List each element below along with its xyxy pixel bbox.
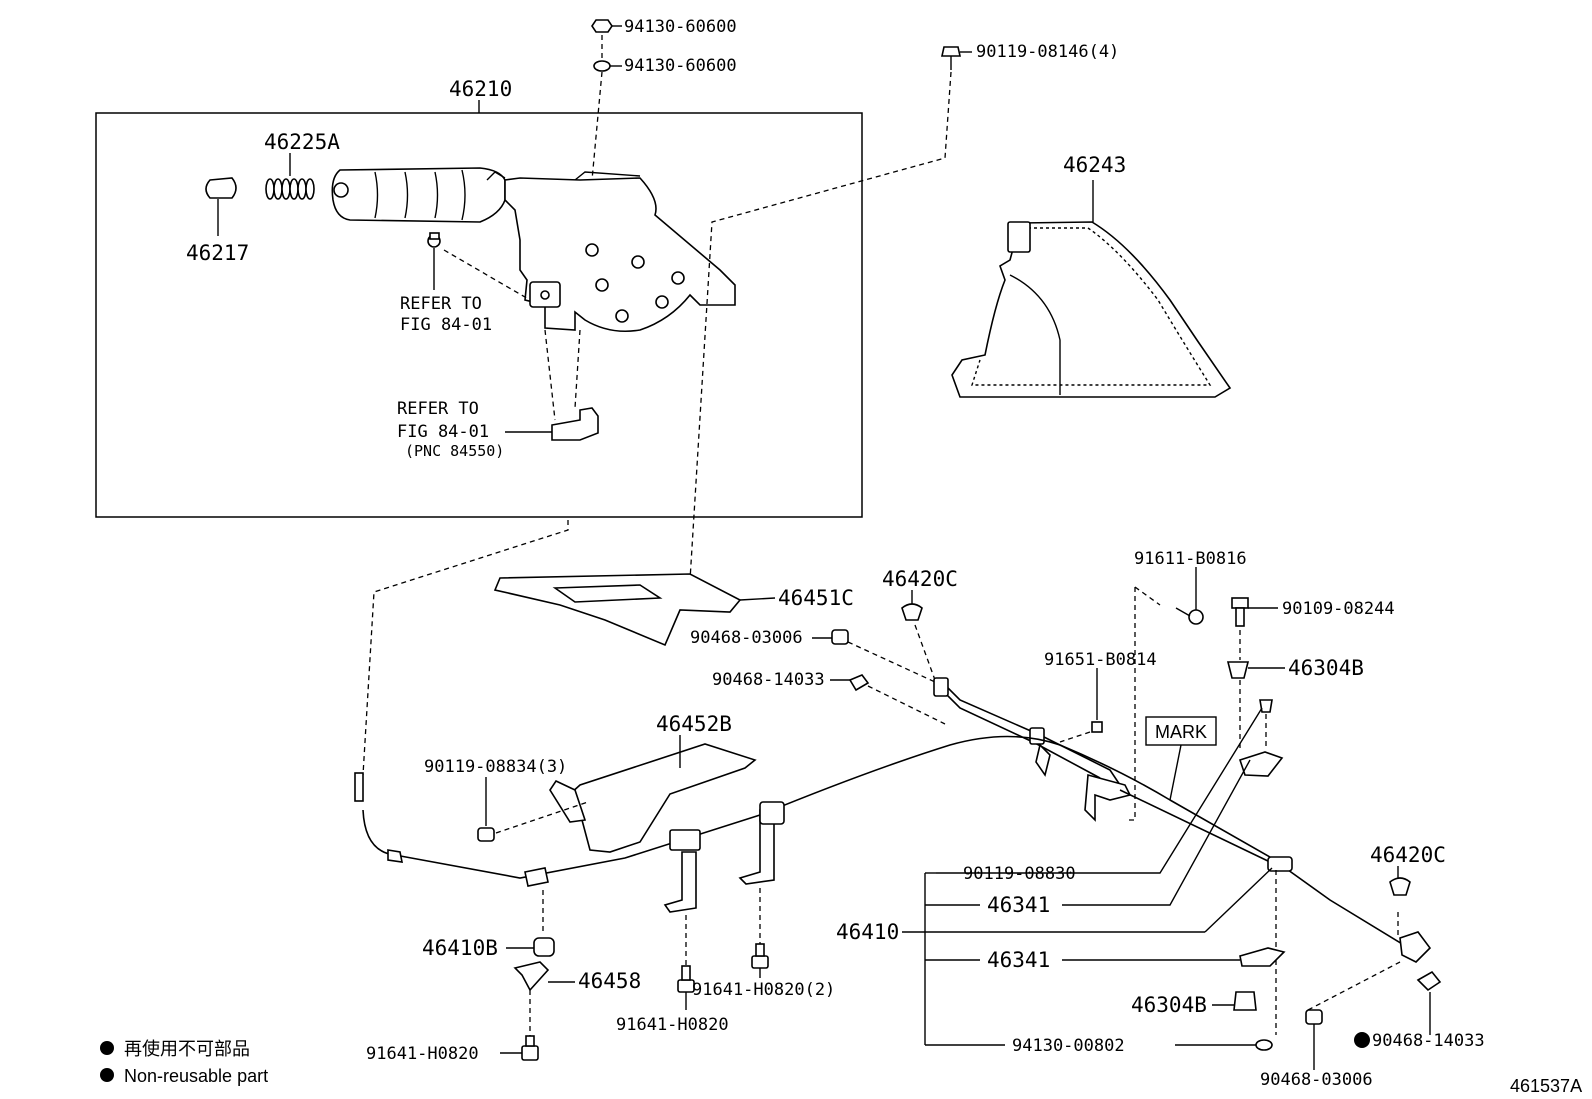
label-91641-h0820-c: 91641-H0820(2)	[692, 980, 835, 1000]
lever-screw	[427, 232, 531, 301]
clip-90468-03006-lower	[1305, 1009, 1323, 1070]
label-46410b: 46410B	[422, 936, 498, 960]
top-nut-1	[591, 19, 622, 33]
clip-46420c-lower	[1389, 866, 1411, 896]
label-90468-14033-upper: 90468-14033	[712, 670, 825, 690]
parking-brake-lever	[331, 167, 736, 333]
refer-note-1-line2: FIG 84-01	[400, 315, 492, 335]
main-cable-46410	[354, 735, 1432, 963]
label-91641-h0820-b: 91641-H0820	[616, 1015, 729, 1035]
label-90468-14033-lower: 90468-14033	[1372, 1031, 1485, 1051]
label-91611-b0816: 91611-B0816	[1134, 549, 1247, 569]
label-46420c-upper: 46420C	[882, 567, 958, 591]
cable-46410b	[506, 937, 555, 957]
label-46210: 46210	[449, 77, 512, 101]
nut-94130-00802	[1255, 1039, 1273, 1051]
grommet-46304b-lower	[1212, 991, 1257, 1011]
label-94130-60600-b: 94130-60600	[624, 56, 737, 76]
legend-bullet-2	[100, 1068, 114, 1082]
refer-note-2-line1: REFER TO	[397, 399, 479, 419]
lever-boot	[951, 180, 1232, 398]
clip-90468-14033-lower	[1416, 970, 1442, 1035]
refer-note-1-line1: REFER TO	[400, 294, 482, 314]
grommet-46304b-upper	[1226, 661, 1285, 752]
legend-line-1: 再使用不可部品	[124, 1039, 250, 1059]
bolt-91641-h0820-a	[500, 1035, 539, 1061]
label-90468-03006-upper: 90468-03006	[690, 628, 803, 648]
label-91651-b0814: 91651-B0814	[1044, 650, 1157, 670]
label-46452b: 46452B	[656, 712, 732, 736]
label-46243: 46243	[1063, 153, 1126, 177]
clip-90468-14033-upper	[830, 674, 946, 725]
label-90468-03006-lower: 90468-03006	[1260, 1070, 1373, 1090]
refer-note-2-line3: (PNC 84550)	[405, 442, 504, 460]
grip-cap-part	[205, 177, 237, 236]
label-90109-08244: 90109-08244	[1282, 599, 1395, 619]
figure-id: 461537A	[1510, 1076, 1582, 1096]
legend-line-2: Non-reusable part	[124, 1066, 268, 1086]
switch-part	[505, 329, 599, 441]
bolt-90119-08830	[936, 699, 1284, 874]
bolt-91611-b0816	[1125, 567, 1204, 821]
bolt-90109-08244	[1231, 597, 1278, 660]
top-nut-2	[593, 60, 622, 72]
clip-46420c-upper	[901, 590, 936, 681]
bracket-plate-46451c	[493, 573, 776, 647]
refer-note-2-line2: FIG 84-01	[397, 422, 489, 442]
rear-cable-upper	[933, 677, 1132, 822]
bolt-91651-b0814	[1059, 668, 1103, 743]
non-reusable-marker	[1354, 1032, 1370, 1048]
grip-spring-part	[265, 153, 315, 200]
label-46420c-lower: 46420C	[1370, 843, 1446, 867]
label-46304b-lower: 46304B	[1131, 993, 1207, 1017]
label-46410: 46410	[836, 920, 899, 944]
bolt-90119-08834	[477, 777, 589, 842]
top-bolt-90119-08146	[941, 46, 972, 70]
label-46341-a: 46341	[987, 893, 1050, 917]
label-94130-60600-a: 94130-60600	[624, 17, 737, 37]
label-46225a: 46225A	[264, 130, 340, 154]
label-46217: 46217	[186, 241, 249, 265]
label-94130-00802: 94130-00802	[1012, 1036, 1125, 1056]
label-90119-08834: 90119-08834(3)	[424, 757, 567, 777]
label-90119-08830: 90119-08830	[963, 864, 1076, 884]
label-46451c: 46451C	[778, 586, 854, 610]
mark-callout	[1145, 716, 1217, 801]
label-mark: MARK	[1155, 722, 1207, 742]
bolt-91641-h0820-c	[751, 943, 769, 978]
label-91641-h0820-a: 91641-H0820	[366, 1044, 479, 1064]
bracket-46452b	[549, 735, 785, 913]
legend-bullet-1	[100, 1041, 114, 1055]
label-46341-b: 46341	[987, 948, 1050, 972]
legend: 再使用不可部品 Non-reusable part	[100, 1039, 268, 1086]
clip-90468-03006-upper	[812, 629, 936, 683]
label-90119-08146: 90119-08146(4)	[976, 42, 1119, 62]
bracket-46341-lower	[1239, 947, 1286, 967]
clamp-46458	[513, 961, 575, 992]
label-46304b-upper: 46304B	[1288, 656, 1364, 680]
bolt-91641-h0820-b	[677, 965, 695, 1010]
label-46458: 46458	[578, 969, 641, 993]
